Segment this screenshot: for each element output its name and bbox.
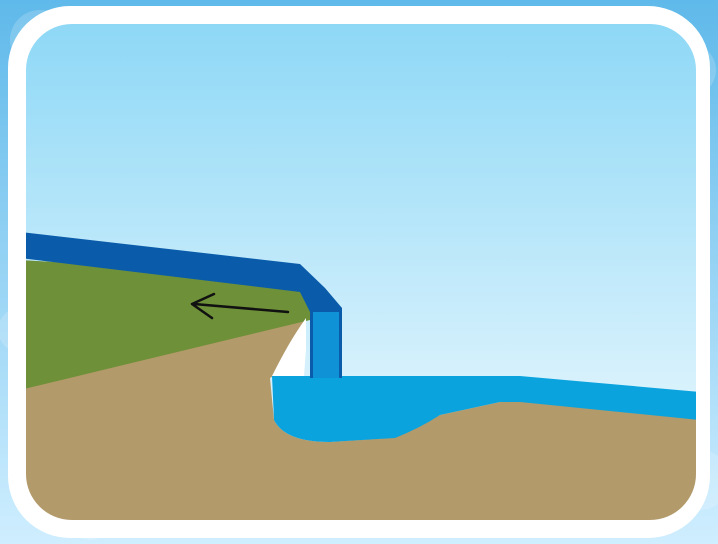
waterfall	[313, 312, 339, 378]
scene	[20, 24, 700, 530]
